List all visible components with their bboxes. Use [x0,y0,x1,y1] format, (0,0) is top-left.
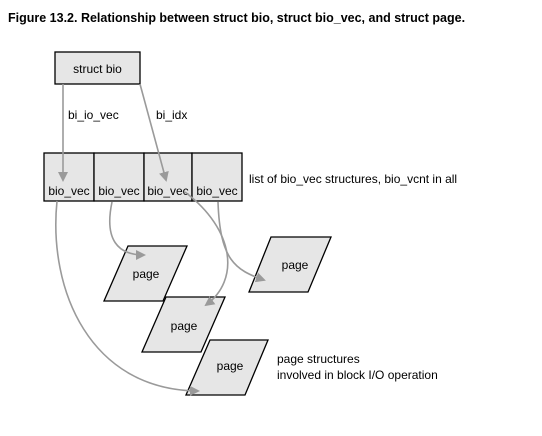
page-label: page [217,359,244,373]
bi-io-vec-label: bi_io_vec [68,108,119,122]
arrows [55,83,266,396]
page-label: page [133,267,160,281]
page-node: page [103,245,188,302]
page-structures-caption: page structures [277,352,360,366]
bio-vec-label: bio_vec [98,184,139,198]
page-node: page [248,236,332,293]
bio-vec-cell [43,152,95,202]
bio-vec-to-page-arrow [184,191,229,307]
struct-bio-label: struct bio [73,62,122,76]
figure-title: Figure 13.2. Relationship between struct… [8,11,466,25]
bio-vec-label: bio_vec [48,184,89,198]
bio-vec-to-page-arrow [108,201,146,260]
page-node: page [185,339,269,396]
bi-idx-arrow [139,83,169,182]
page-label: page [282,258,309,272]
bio-vec-label: bio_vec [147,184,188,198]
bio-vec-to-page-arrow [55,200,200,396]
struct-bio-box [54,51,141,85]
bio-vec-to-page-arrow [217,201,266,283]
page-shape [185,339,269,396]
page-label: page [171,319,198,333]
page-structures-caption-line2: involved in block I/O operation [277,368,438,382]
bio-vec-array: bio_vec bio_vec bio_vec bio_vec [43,152,243,202]
bio-vec-list-caption: list of bio_vec structures, bio_vcnt in … [249,172,457,186]
struct-bio-node: struct bio [54,51,141,85]
bio-vec-cell [191,152,243,202]
bi-idx-label: bi_idx [156,108,187,122]
bio-vec-label: bio_vec [196,184,237,198]
page-shape [103,245,188,302]
